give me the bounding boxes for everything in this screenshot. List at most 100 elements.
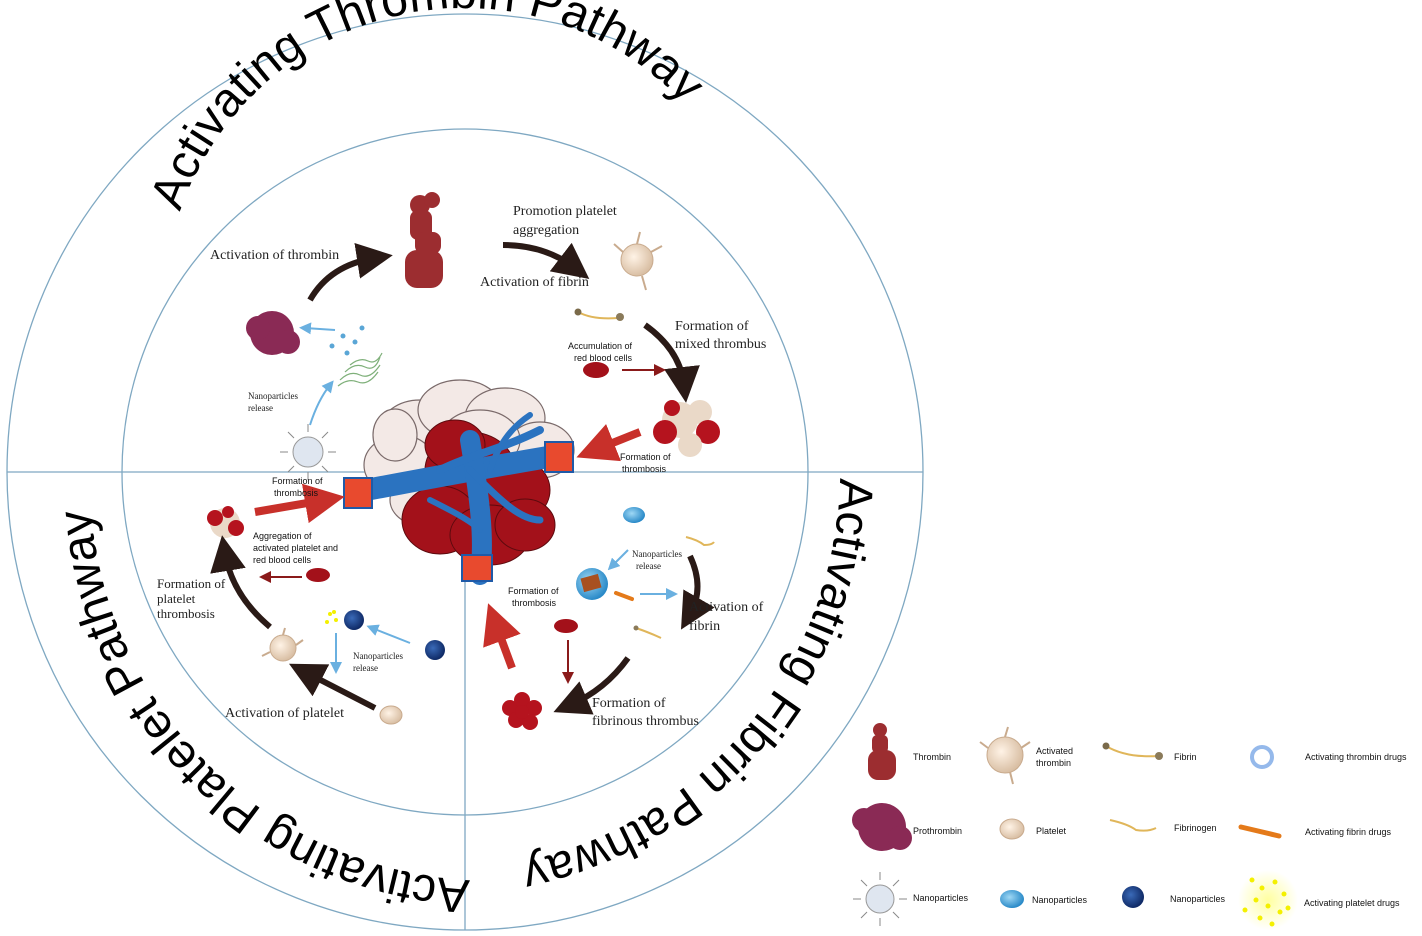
- legend-activated-thrombin-icon: [979, 726, 1031, 785]
- nanoparticle-loaded-icon: [576, 568, 608, 600]
- legend-platelet-icon: [999, 818, 1025, 840]
- legend-nanoparticles-label-3: Nanoparticles: [1170, 894, 1226, 904]
- label-promotion-1: Promotion platelet: [513, 204, 617, 219]
- arrow-fibrin-to-fibrinous: [553, 656, 631, 715]
- legend-thrombin-icon: [868, 723, 896, 780]
- ring-title-right: Activating Fibrin Pathway: [518, 477, 882, 903]
- vessel-cut-left: [343, 477, 373, 509]
- vessel-cut-bottom: [461, 554, 493, 582]
- legend-fibrinogen-icon: [1109, 819, 1157, 832]
- label-thrombosis-left-1: Formation of: [272, 476, 323, 486]
- arrow-platelet-activation: [289, 663, 377, 711]
- arrow-np-release: [309, 380, 334, 426]
- legend-activated-thrombin-label-1: Activated: [1036, 746, 1073, 756]
- vessel-cut-right: [544, 441, 574, 473]
- legend-activating-fibrin-drugs-label: Activating fibrin drugs: [1305, 827, 1392, 837]
- label-mixed-1: Formation of: [675, 319, 749, 334]
- legend-activating-fibrin-drugs-icon: [1238, 824, 1282, 839]
- label-act-fibrin-2: fibrin: [689, 619, 720, 634]
- legend-thrombin-label: Thrombin: [913, 752, 951, 762]
- label-promotion-2: aggregation: [513, 223, 579, 238]
- legend-nanoparticles-label-2: Nanoparticles: [1032, 895, 1088, 905]
- nanoparticle-icon: [425, 640, 445, 660]
- platelet-aggregate-icon: [207, 506, 244, 538]
- arrow-mixed-to-center: [576, 424, 642, 462]
- fibrinogen-icon: [685, 536, 715, 547]
- label-np-release-top-1: Nanoparticles: [248, 391, 298, 401]
- legend-activating-platelet-drugs-icon: [1238, 870, 1298, 930]
- nanoparticle-icon: [280, 424, 336, 480]
- label-activation-of-platelet: Activation of platelet: [225, 706, 344, 721]
- platelet-pathway: Formation of thrombosis Aggregation of a…: [157, 476, 445, 725]
- fibrin-pathway: Nanoparticles release Formation of throm…: [483, 507, 764, 730]
- arrow-fibrin-to-mixed: [643, 322, 700, 403]
- ring-title-top: Activating Thrombin Pathway: [141, 0, 715, 216]
- nanoparticle-icon: [623, 507, 645, 523]
- label-thrombosis-left-2: thrombosis: [274, 488, 319, 498]
- arrow-fibrinous-to-center: [483, 603, 521, 670]
- fibrin-icon: [633, 625, 662, 639]
- arrow-platelet-to-aggregate: [210, 535, 272, 630]
- label-mixed-2: mixed thrombus: [675, 337, 766, 352]
- label-activation-of-thrombin: Activation of thrombin: [210, 248, 339, 263]
- activated-platelet-icon: [613, 231, 663, 291]
- red-blood-cell-icon: [554, 619, 578, 633]
- released-drug-particles: [329, 325, 365, 356]
- legend-fibrin-icon: [1102, 742, 1163, 760]
- legend-nanoparticle-blue-icon: [1000, 890, 1024, 908]
- red-blood-cell-icon: [583, 362, 609, 378]
- legend-activating-platelet-drugs-label: Activating platelet drugs: [1304, 898, 1400, 908]
- activating-fibrin-drug-icon: [614, 591, 634, 601]
- label-accum-1: Accumulation of: [568, 341, 633, 351]
- label-thrombosis-right-2: thrombosis: [512, 598, 557, 608]
- label-thrombosis-right-1: Formation of: [508, 586, 559, 596]
- label-accum-2: red blood cells: [574, 353, 633, 363]
- label-fibrinous-1: Formation of: [592, 696, 666, 711]
- label-thrombosis-top-2: thrombosis: [622, 464, 667, 474]
- label-np-release-right-1: Nanoparticles: [632, 549, 682, 559]
- legend-activating-thrombin-drugs-label: Activating thrombin drugs: [1305, 752, 1407, 762]
- legend-nanoparticle-navy-icon: [1122, 886, 1144, 908]
- arrow-particles-to-prothrombin: [299, 322, 336, 335]
- arrow-thrombin-to-platelet: [502, 242, 590, 279]
- legend-activating-thrombin-drugs-icon: [1250, 745, 1274, 769]
- platelet-icon: [379, 705, 403, 725]
- legend-prothrombin-icon: [852, 803, 912, 851]
- label-np-release-right-2: release: [636, 561, 661, 571]
- thrombin-pathway: Activation of thrombin Promotion platele…: [210, 192, 766, 480]
- label-plt-thromb-1: Formation of: [157, 576, 226, 591]
- label-aggr-1: Aggregation of: [253, 531, 312, 541]
- arrow-prothrombin-to-thrombin: [307, 242, 393, 302]
- fibrin-icon: [574, 308, 624, 321]
- thrombin-icon: [405, 192, 443, 288]
- label-aggr-3: red blood cells: [253, 555, 312, 565]
- legend-activated-thrombin-label-2: thrombin: [1036, 758, 1071, 768]
- label-plt-thromb-2: platelet: [157, 591, 196, 606]
- activating-platelet-drug-icon: [325, 610, 338, 624]
- activated-platelet-icon: [261, 627, 304, 662]
- legend-platelet-label: Platelet: [1036, 826, 1067, 836]
- prothrombin-icon: [246, 311, 300, 355]
- fibrinous-thrombus-icon: [502, 692, 542, 730]
- fibrin-strands-icon: [337, 352, 383, 387]
- legend-prothrombin-label: Prothrombin: [913, 826, 962, 836]
- label-thrombosis-top-1: Formation of: [620, 452, 671, 462]
- label-act-fibrin-1: Activation of: [689, 600, 764, 615]
- label-np-release-left-1: Nanoparticles: [353, 651, 403, 661]
- label-np-release-left-2: release: [353, 663, 378, 673]
- legend: Thrombin Activated thrombin Fibrin Activ…: [852, 723, 1407, 930]
- legend-fibrin-label: Fibrin: [1174, 752, 1197, 762]
- arrow-aggregate-to-center: [254, 483, 345, 524]
- label-fibrinous-2: fibrinous thrombus: [592, 714, 699, 729]
- legend-nanoparticles-label-1: Nanoparticles: [913, 893, 969, 903]
- arrow-np-to-loaded: [366, 624, 411, 644]
- legend-fibrinogen-label: Fibrinogen: [1174, 823, 1217, 833]
- mixed-thrombus-icon: [653, 400, 720, 457]
- arrow-fibrinogen-to-fibrin: [681, 554, 715, 630]
- nanoparticle-loaded-icon: [344, 610, 364, 630]
- label-activation-of-fibrin: Activation of fibrin: [480, 275, 589, 290]
- central-vessel-clot: [343, 379, 575, 585]
- arrow-np-release-fibrin: [607, 549, 629, 571]
- red-blood-cell-icon: [306, 568, 330, 582]
